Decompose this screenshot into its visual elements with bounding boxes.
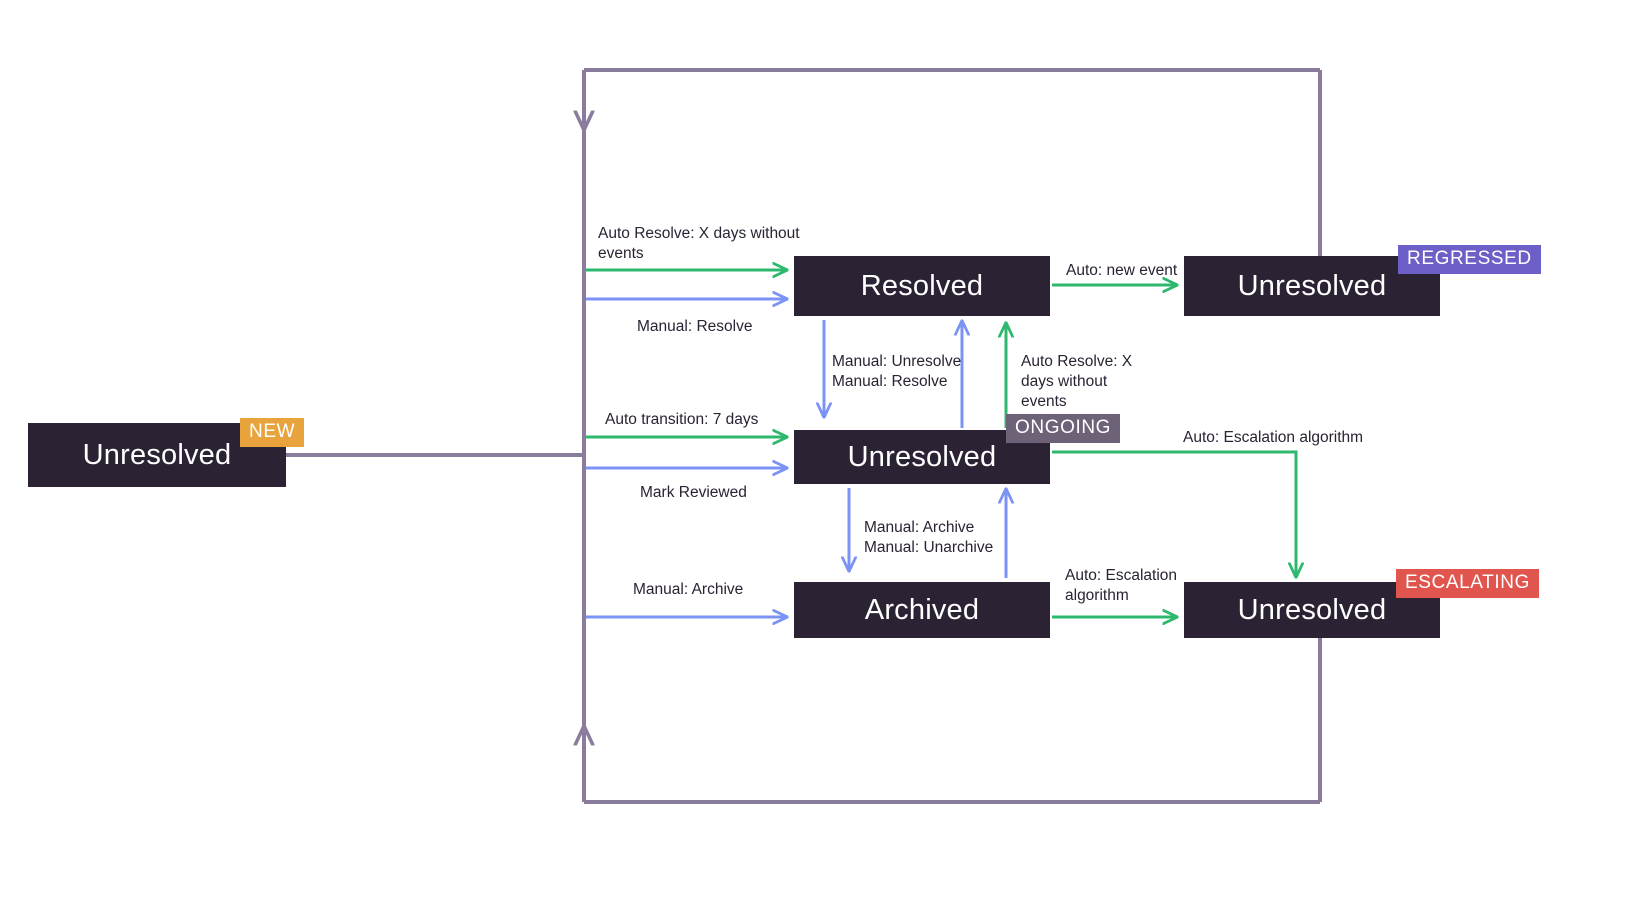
- edge-label-mark-reviewed: Mark Reviewed: [640, 484, 747, 501]
- status-badge-label: REGRESSED: [1407, 248, 1532, 269]
- status-badge-new: NEW: [240, 418, 305, 447]
- node-label: Unresolved: [1237, 269, 1387, 302]
- status-badge-escalating: ESCALATING: [1396, 569, 1539, 598]
- node-ongoing-unresolved[interactable]: Unresolved: [794, 430, 1050, 484]
- edge-label-auto-resolve-x-days-2: Auto Resolve: X days without events: [1021, 353, 1133, 410]
- edge-label-manual-resolve-top: Manual: Resolve: [637, 318, 753, 335]
- edge-label-auto-new-event: Auto: new event: [1066, 262, 1178, 279]
- node-archived[interactable]: Archived: [794, 582, 1050, 638]
- node-label: Unresolved: [82, 438, 232, 471]
- edge-auto-escalation-ongoing: [1052, 450, 1296, 576]
- edge-label-manual-archive-unarchive: Manual: Archive Manual: Unarchive: [864, 519, 994, 556]
- status-badge-label: NEW: [249, 421, 296, 442]
- status-badge-ongoing: ONGOING: [1006, 414, 1121, 443]
- status-badge-regressed: REGRESSED: [1398, 245, 1541, 274]
- node-label: Unresolved: [1237, 593, 1387, 626]
- edge-outer-routing: [286, 68, 1322, 804]
- edge-label-manual-unresolve-resolve: Manual: Unresolve Manual: Resolve: [832, 353, 962, 390]
- edge-label-auto-escalation-top: Auto: Escalation algorithm: [1183, 429, 1364, 446]
- edge-label-auto-resolve-x-days: Auto Resolve: X days without events: [598, 225, 800, 262]
- node-resolved[interactable]: Resolved: [794, 256, 1050, 316]
- node-label: Resolved: [860, 269, 984, 302]
- edge-label-auto-escalation-bottom: Auto: Escalation algorithm: [1065, 567, 1178, 604]
- node-regressed-unresolved[interactable]: Unresolved: [1184, 256, 1440, 316]
- edge-label-auto-transition-7-days: Auto transition: 7 days: [605, 411, 759, 428]
- node-label: Archived: [864, 593, 980, 626]
- node-label: Unresolved: [847, 440, 997, 473]
- status-badge-label: ESCALATING: [1405, 572, 1530, 593]
- status-badge-label: ONGOING: [1015, 417, 1112, 438]
- edge-label-manual-archive-left: Manual: Archive: [633, 581, 744, 598]
